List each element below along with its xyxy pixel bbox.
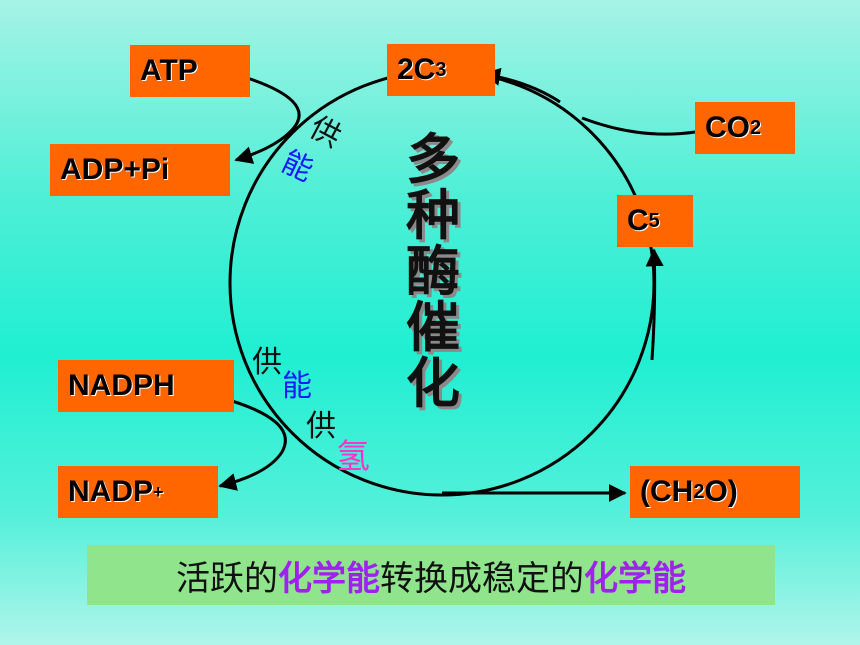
- label-gong-nadph-2: 供: [306, 409, 336, 444]
- center-title-char: 催: [406, 296, 460, 359]
- banner-text-2: 转换成稳定的: [380, 558, 584, 599]
- node-co2-prefix: CO: [705, 111, 750, 144]
- summary-banner: 活跃的化学能转换成稳定的化学能: [87, 545, 775, 605]
- center-title: 多 种 酶 催 化: [398, 132, 468, 412]
- center-title-char: 多: [406, 128, 460, 191]
- node-ch2o-sub: 2: [693, 481, 705, 503]
- arrow-atp-adp: [234, 73, 301, 164]
- label-gong-nadph-1: 供: [252, 345, 282, 380]
- node-co2-sub: 2: [750, 117, 762, 139]
- node-c5-prefix: C: [627, 204, 649, 237]
- node-nadph: NADPH: [58, 360, 234, 412]
- node-c5-sub: 5: [648, 210, 660, 232]
- label-qing-nadph: 氢: [336, 437, 370, 477]
- node-adp-pi-label: ADP+Pi: [60, 153, 170, 186]
- arrow-nadph-nadp: [218, 396, 287, 491]
- node-nadph-label: NADPH: [68, 369, 175, 402]
- center-title-char: 化: [406, 352, 460, 415]
- node-nadp-prefix: NADP: [68, 475, 154, 508]
- node-atp: ATP: [130, 45, 250, 97]
- banner-text-1: 活跃的: [176, 558, 278, 599]
- node-adp-pi: ADP+Pi: [50, 144, 230, 196]
- node-ch2o-suffix: O): [704, 475, 738, 508]
- node-nadp-sup: +: [153, 482, 164, 502]
- arrow-to-c5: [645, 248, 664, 361]
- node-nadp: NADP+: [58, 466, 218, 518]
- label-neng-nadph: 能: [282, 369, 312, 404]
- node-2c3-prefix: 2C: [397, 53, 436, 86]
- center-title-char: 种: [406, 184, 460, 247]
- banner-highlight-1: 化学能: [278, 558, 380, 599]
- node-ch2o-prefix: (CH: [640, 475, 694, 508]
- center-title-char: 酶: [406, 240, 460, 303]
- arrow-co2: [581, 116, 696, 136]
- node-2c3-sub: 3: [435, 59, 447, 81]
- banner-highlight-2: 化学能: [584, 558, 686, 599]
- node-atp-label: ATP: [140, 54, 198, 87]
